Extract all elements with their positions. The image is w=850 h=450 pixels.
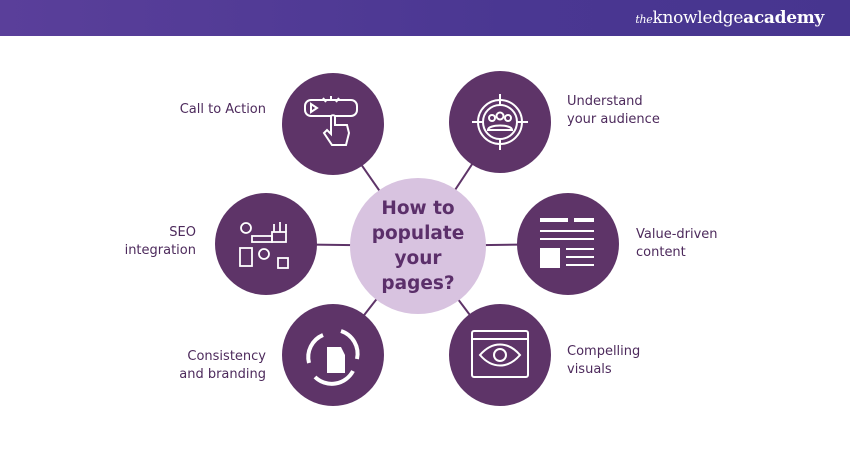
center-line: your (394, 248, 442, 269)
label-line: SEO (169, 225, 196, 240)
node-understand-audience (449, 71, 551, 173)
center-question: How to populate your pages? (350, 178, 486, 314)
label-line: your audience (567, 112, 660, 127)
brand-cycle-icon (306, 329, 360, 386)
label-call-to-action: Call to Action (180, 101, 266, 119)
label-compelling-visuals: Compelling visuals (567, 343, 640, 379)
seo-icon (239, 222, 289, 269)
article-icon (540, 218, 594, 268)
click-icon (304, 96, 358, 146)
label-line: Understand (567, 94, 643, 109)
node-consistency-branding (282, 304, 384, 406)
label-line: Value-driven (636, 227, 718, 242)
label-line: Consistency (187, 349, 266, 364)
eye-window-icon (471, 330, 529, 378)
node-call-to-action (282, 73, 384, 175)
label-line: content (636, 245, 686, 260)
node-compelling-visuals (449, 304, 551, 406)
brand-bold: academy (743, 8, 824, 28)
label-line: integration (124, 243, 196, 258)
label-seo: SEO integration (125, 224, 196, 260)
node-seo (215, 193, 317, 295)
brand-logo: theknowledgeacademy (635, 8, 824, 28)
target-audience-icon (472, 94, 528, 150)
label-line: Call to Action (179, 102, 266, 117)
header-bar: theknowledgeacademy (0, 0, 850, 36)
label-understand-audience: Understand your audience (567, 93, 660, 129)
label-line: and branding (179, 367, 266, 382)
label-line: visuals (567, 362, 612, 377)
label-value-content: Value-driven content (636, 226, 718, 262)
label-consistency-branding: Consistency and branding (179, 348, 266, 384)
center-line: populate (371, 223, 465, 244)
center-line: How to (381, 198, 455, 219)
label-line: Compelling (567, 344, 641, 359)
brand-main: knowledge (652, 8, 744, 28)
center-line: pages? (381, 273, 455, 294)
brand-prefix: the (635, 13, 653, 26)
node-value-content (517, 193, 619, 295)
